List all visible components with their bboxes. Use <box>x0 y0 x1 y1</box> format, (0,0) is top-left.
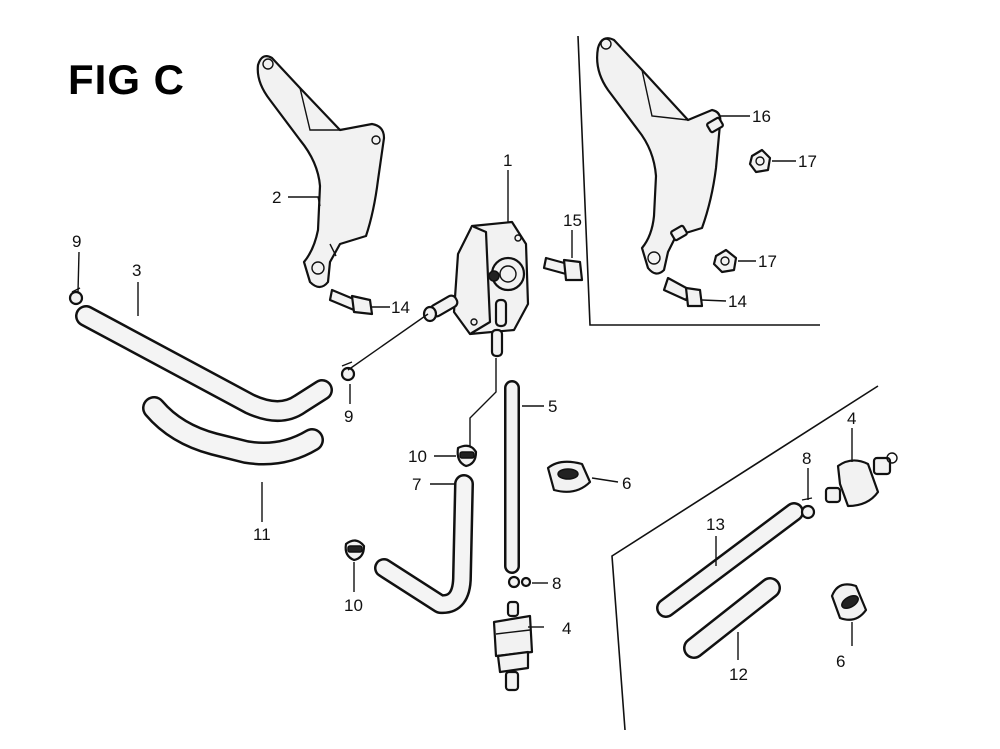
clamp-part-8-lower <box>507 575 532 589</box>
hose-part-11 <box>142 396 324 466</box>
inset-frame-bracket <box>577 35 820 326</box>
clamp-part-9-left <box>68 287 84 306</box>
callout-2: 2 <box>272 188 281 207</box>
callout-6-inset: 6 <box>836 652 845 671</box>
grommet-part-6-center <box>546 460 592 493</box>
hose-part-12 <box>683 577 781 659</box>
callout-14-inset: 14 <box>728 292 747 311</box>
hose-part-3 <box>75 305 333 422</box>
callout-8-lower: 8 <box>552 574 561 593</box>
callout-1: 1 <box>503 151 512 170</box>
clamp-part-10-upper <box>456 444 478 468</box>
clamp-part-10-lower <box>344 539 366 562</box>
nut-part-17-upper <box>748 148 772 174</box>
fuel-pump-part-1 <box>422 220 530 358</box>
callout-10-lower: 10 <box>344 596 363 615</box>
callout-3: 3 <box>132 261 141 280</box>
fuel-filter-part-4-lower <box>492 600 534 692</box>
leader-lines <box>77 115 853 660</box>
guide-line-pump-to-clamp <box>469 358 497 446</box>
callout-9-center: 9 <box>344 407 353 426</box>
callout-17-lower: 17 <box>758 252 777 271</box>
bolt-part-14-left <box>328 288 374 316</box>
grommet-part-6-inset <box>830 583 868 621</box>
fuel-filter-part-4-inset <box>824 452 898 508</box>
bolt-part-14-inset <box>662 276 704 308</box>
callout-4-inset: 4 <box>847 409 856 428</box>
callout-17-upper: 17 <box>798 152 817 171</box>
callout-6-center: 6 <box>622 474 631 493</box>
hose-part-7 <box>374 474 474 615</box>
callout-15: 15 <box>563 211 582 230</box>
callout-10-upper: 10 <box>408 447 427 466</box>
callout-7: 7 <box>412 475 421 494</box>
callout-12: 12 <box>729 665 748 684</box>
clamp-part-9-center <box>340 361 356 382</box>
guide-line-hose-to-pump <box>347 313 429 371</box>
clamp-part-8-inset <box>800 497 816 520</box>
hose-part-13 <box>656 502 804 618</box>
callout-5: 5 <box>548 397 557 416</box>
callout-9-left: 9 <box>72 232 81 251</box>
callout-8-inset: 8 <box>802 449 811 468</box>
callout-14-left: 14 <box>391 298 410 317</box>
callout-11: 11 <box>253 525 271 544</box>
bracket-part-16 <box>596 37 724 275</box>
callout-4-lower: 4 <box>562 619 571 638</box>
callout-16: 16 <box>752 107 771 126</box>
inset-frame-parts <box>611 385 879 731</box>
figure-title: FIG C <box>68 56 185 103</box>
nut-part-17-lower <box>712 248 738 274</box>
callout-13: 13 <box>706 515 725 534</box>
bracket-part-2 <box>256 55 386 289</box>
bolt-part-15 <box>542 256 584 282</box>
